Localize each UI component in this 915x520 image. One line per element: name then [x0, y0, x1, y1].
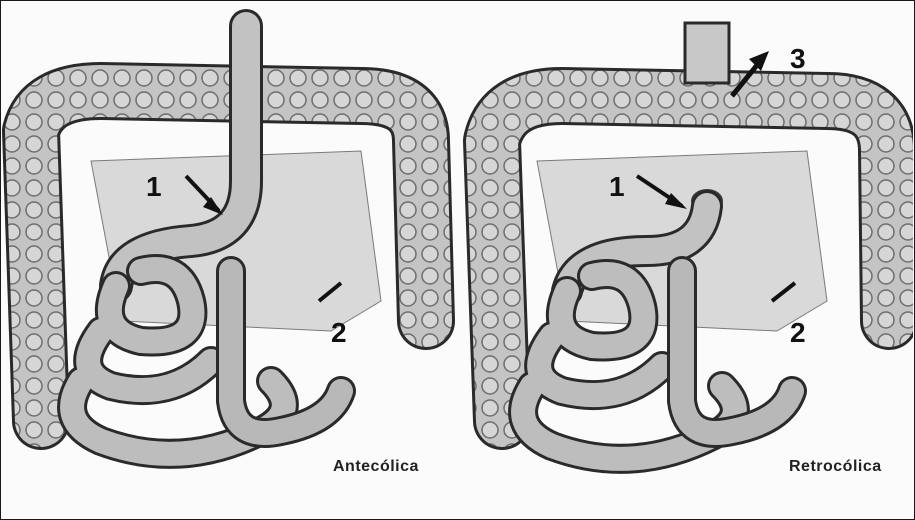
label-2: 2	[331, 319, 347, 347]
antecolic-panel: 1 2 Antecólica	[1, 1, 457, 519]
caption-antecolica: Antecólica	[333, 459, 419, 475]
label-1: 1	[146, 173, 162, 201]
caption-retrocolica: Retrocólica	[789, 459, 882, 475]
retrocolic-panel: 1 2 3 Retrocólica	[457, 1, 913, 519]
label-3: 3	[790, 45, 806, 73]
stomach-stump	[685, 23, 729, 83]
retrocolic-illustration	[457, 1, 913, 519]
label-2: 2	[790, 319, 806, 347]
label-1: 1	[609, 173, 625, 201]
antecolic-illustration	[1, 1, 457, 519]
